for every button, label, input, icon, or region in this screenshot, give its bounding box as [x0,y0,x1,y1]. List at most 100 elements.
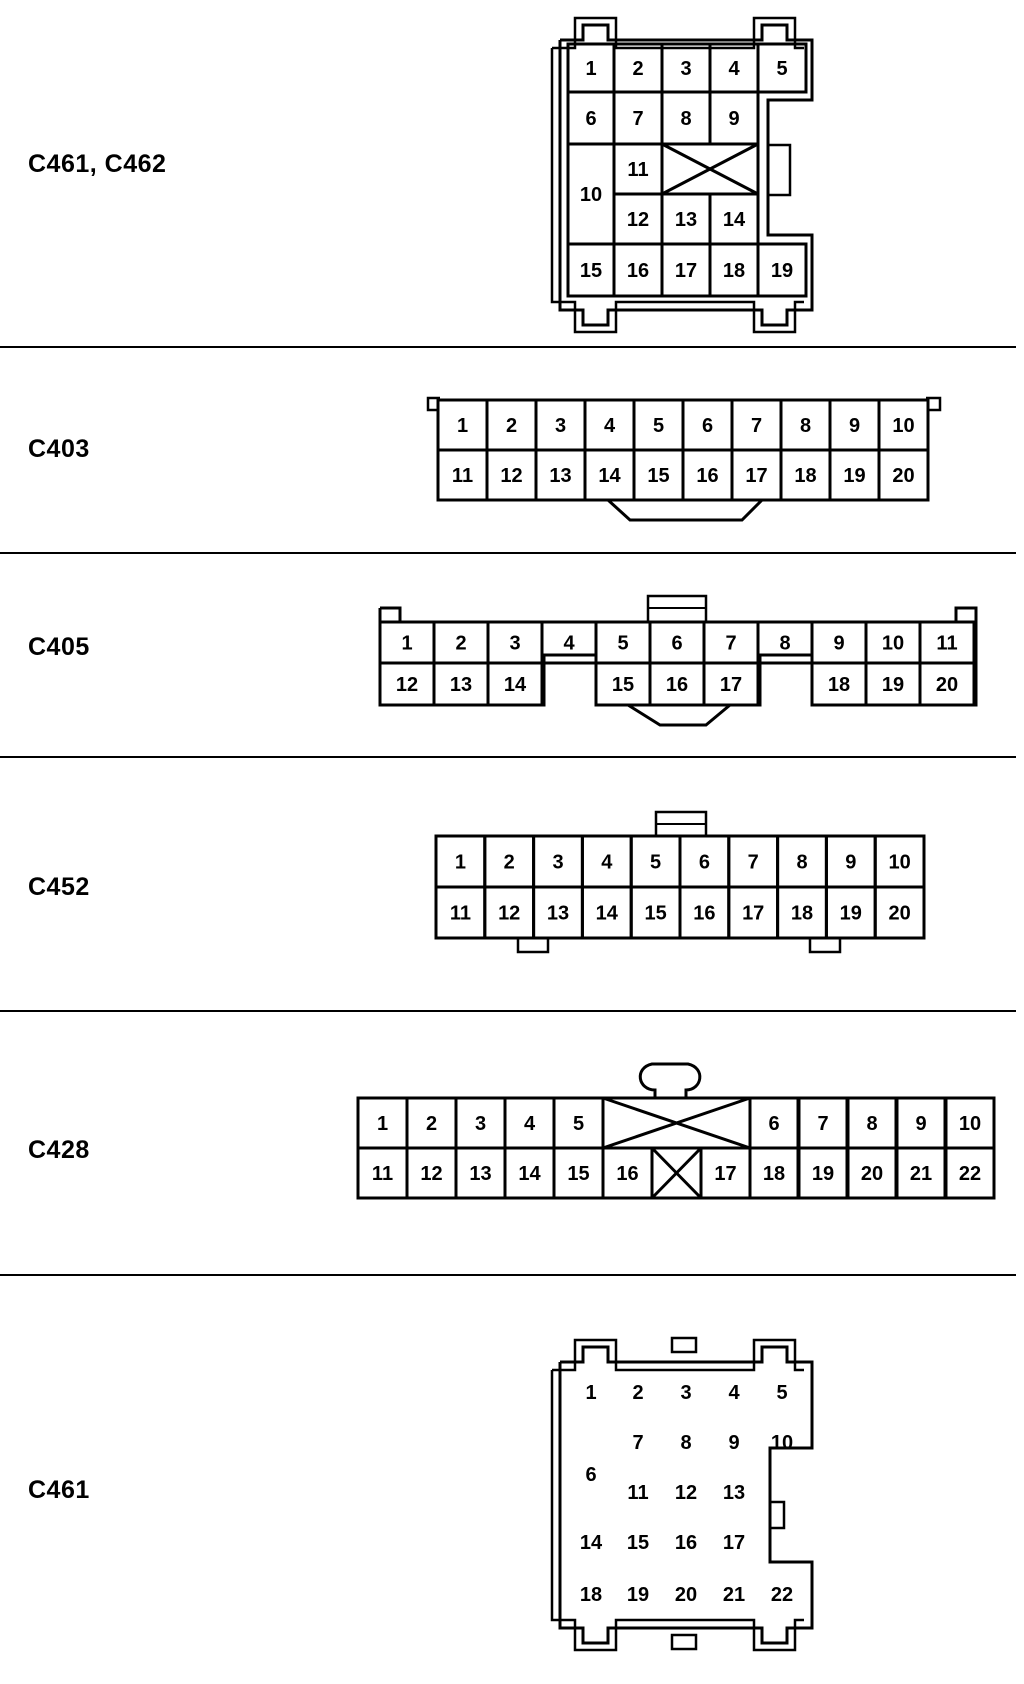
connector-label-c461-c462: C461, C462 [28,150,167,178]
pin-number: 20 [861,1163,883,1185]
pin-number: 4 [563,633,575,655]
pin-number: 5 [776,58,787,80]
pin-number: 13 [723,1482,745,1504]
pin-number: 2 [426,1113,437,1135]
pin-number: 10 [882,633,904,655]
pin-number: 6 [768,1113,779,1135]
pin-number: 14 [518,1163,541,1185]
pin-number: 6 [585,108,596,130]
pin-number: 16 [666,674,688,696]
connector-housing-c428 [356,1062,996,1200]
pin-number: 17 [723,1532,745,1554]
section-divider [0,552,1016,554]
pin-number: 17 [675,260,697,282]
connector-housing-c461 [550,1336,814,1652]
pin-number: 15 [612,674,634,696]
pin-number: 6 [699,852,710,874]
pin-number: 7 [817,1113,828,1135]
pin-number: 18 [791,903,813,925]
pin-number: 11 [372,1163,393,1185]
pin-number: 13 [469,1163,491,1185]
pin-number: 6 [671,633,682,655]
pin-number: 19 [812,1163,834,1185]
pin-number: 15 [580,260,602,282]
pin-number: 1 [401,633,412,655]
pin-number: 7 [751,415,762,437]
pin-number: 6 [585,1464,596,1486]
pin-number: 2 [632,58,643,80]
pin-number: 18 [723,260,745,282]
pin-number: 12 [675,1482,697,1504]
pin-number: 20 [888,903,910,925]
pin-number: 2 [455,633,466,655]
pin-number: 21 [910,1163,932,1185]
pin-number: 22 [771,1584,793,1606]
pin-number: 14 [723,209,746,231]
pin-number: 14 [580,1532,603,1554]
pin-number: 4 [601,852,613,874]
pin-number: 5 [650,852,661,874]
pin-number: 3 [555,415,566,437]
connector-label-c452: C452 [28,873,90,901]
connector-label-c428: C428 [28,1136,90,1164]
pin-number: 13 [549,465,571,487]
pin-number: 14 [596,903,619,925]
pin-number: 1 [585,58,596,80]
pin-number: 18 [828,674,850,696]
pin-number: 2 [506,415,517,437]
pin-number: 7 [725,633,736,655]
pin-number: 4 [524,1113,536,1135]
pin-number: 6 [702,415,713,437]
pin-number: 21 [723,1584,745,1606]
pin-number: 11 [452,465,473,487]
pin-cell [944,1146,996,1200]
pin-number: 9 [915,1113,926,1135]
pin-number: 17 [714,1163,736,1185]
pin-cell [486,661,544,707]
pin-number: 18 [794,465,816,487]
pin-number: 3 [680,58,691,80]
pin-number: 17 [742,903,764,925]
pin-number: 13 [547,903,569,925]
pin-number: 18 [580,1584,602,1606]
section-divider [0,1274,1016,1276]
pin-number: 10 [771,1432,793,1454]
blocked-cavity [650,1146,703,1200]
connector-label-c405: C405 [28,633,90,661]
pin-number: 5 [617,633,628,655]
pin-number: 18 [763,1163,785,1185]
pin-number: 5 [653,415,664,437]
pin-number: 2 [632,1382,643,1404]
pin-cell [918,661,976,707]
pin-number: 15 [647,465,669,487]
pin-number: 13 [675,209,697,231]
pin-number: 7 [748,852,759,874]
pin-number: 8 [796,852,807,874]
pin-number: 10 [888,852,910,874]
pin-number: 8 [680,108,691,130]
pin-number: 12 [500,465,522,487]
pin-number: 17 [745,465,767,487]
pin-number: 16 [675,1532,697,1554]
pin-number: 17 [720,674,742,696]
pin-number: 12 [627,209,649,231]
pin-number: 3 [509,633,520,655]
pin-number: 12 [396,674,418,696]
pin-number: 4 [728,58,740,80]
pin-cell [877,448,930,502]
pin-number: 10 [892,415,914,437]
pin-number: 12 [420,1163,442,1185]
pin-number: 4 [728,1382,740,1404]
pin-number: 16 [693,903,715,925]
pin-number: 11 [627,159,648,181]
pin-number: 8 [779,633,790,655]
pin-number: 20 [936,674,958,696]
pin-number: 12 [498,903,520,925]
section-divider [0,756,1016,758]
pin-number: 1 [455,852,466,874]
pin-number: 1 [585,1382,596,1404]
pin-number: 7 [632,1432,643,1454]
pin-number: 9 [728,1432,739,1454]
pin-number: 10 [959,1113,981,1135]
pin-number: 15 [644,903,666,925]
